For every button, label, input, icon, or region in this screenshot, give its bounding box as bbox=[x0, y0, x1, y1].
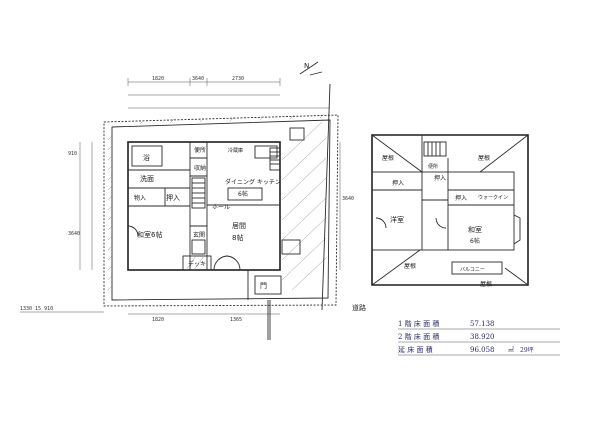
room-oshiire-1f: 押入 bbox=[166, 193, 180, 202]
room-western-2f: 洋室 bbox=[390, 215, 404, 224]
room-toilet-2f: 便所 bbox=[428, 163, 438, 170]
room-japanese-1f: 和室6帖 bbox=[137, 230, 162, 239]
area-total-unit: ㎡ bbox=[508, 346, 514, 354]
dim-right-1: 3640 bbox=[342, 196, 354, 202]
room-living: 居間 bbox=[232, 222, 246, 230]
dimension-lines-1f bbox=[20, 78, 341, 315]
room-storage-1f: 物入 bbox=[134, 194, 146, 202]
roof-label-c: 屋根 bbox=[404, 262, 416, 270]
area-1f-value: 57.138 bbox=[470, 320, 495, 328]
area-table: 1 階 床 面 積 57.138 2 階 床 面 積 38.920 延 床 面 … bbox=[398, 319, 560, 356]
area-total-note: 29坪 bbox=[520, 346, 534, 354]
dim-top-2: 3640 bbox=[192, 76, 204, 82]
area-1f-label: 1 階 床 面 積 bbox=[398, 319, 439, 328]
roof-label-a: 屋根 bbox=[382, 154, 394, 162]
dim-top-1: 1820 bbox=[152, 76, 164, 82]
room-living-size: 8帖 bbox=[232, 233, 243, 242]
room-balcony: バルコニー bbox=[460, 267, 485, 273]
dim-bottom-1: 1820 bbox=[152, 317, 164, 323]
room-washroom: 洗面 bbox=[140, 174, 154, 183]
room-walk-in: ウォークイン bbox=[478, 194, 508, 201]
room-japanese-2f-size: 6帖 bbox=[470, 237, 480, 245]
room-hall: ホール bbox=[212, 204, 230, 211]
area-2f-value: 38.920 bbox=[470, 333, 495, 341]
room-gate: 門 bbox=[260, 282, 267, 290]
room-toilet-1f: 便所 bbox=[194, 146, 206, 154]
room-dining-kitchen: ダイニング キッチン bbox=[225, 178, 281, 186]
room-japanese-2f: 和室 bbox=[468, 225, 482, 234]
room-oshiire-2f-1: 押入 bbox=[392, 179, 404, 187]
room-dining-kitchen-size: 6帖 bbox=[238, 190, 248, 198]
room-oshiire-2f-2: 押入 bbox=[434, 174, 446, 182]
road-label: 道路 bbox=[352, 303, 366, 312]
roof-label-b: 屋根 bbox=[478, 154, 490, 162]
second-floor-plan bbox=[371, 134, 529, 286]
roof-label-d: 屋根 bbox=[480, 280, 492, 288]
room-bath: 浴 bbox=[143, 153, 150, 162]
road-edge bbox=[321, 83, 331, 311]
site-boundary bbox=[103, 113, 339, 307]
dim-left-2: 3640 bbox=[68, 231, 80, 237]
refrigerator-label: 冷蔵庫 bbox=[228, 147, 243, 154]
room-entrance: 玄関 bbox=[193, 231, 205, 239]
first-floor-plan bbox=[20, 61, 341, 340]
area-2f-label: 2 階 床 面 積 bbox=[398, 332, 439, 341]
dim-bottom-2: 1365 bbox=[230, 317, 242, 323]
area-total-label: 延 床 面 積 bbox=[398, 345, 433, 354]
room-oshiire-2f-3: 押入 bbox=[455, 194, 467, 202]
dim-top-3: 2730 bbox=[232, 76, 244, 82]
room-closet-1f: 収納 bbox=[194, 164, 206, 172]
north-arrow-label: N bbox=[304, 62, 309, 70]
house-walls-1f bbox=[127, 127, 305, 300]
dim-left-1: 910 bbox=[68, 151, 77, 157]
dim-bottom-left: 1330 15 910 bbox=[20, 306, 53, 312]
room-deck: デッキ bbox=[188, 260, 206, 268]
area-total-value: 96.058 bbox=[470, 346, 495, 354]
